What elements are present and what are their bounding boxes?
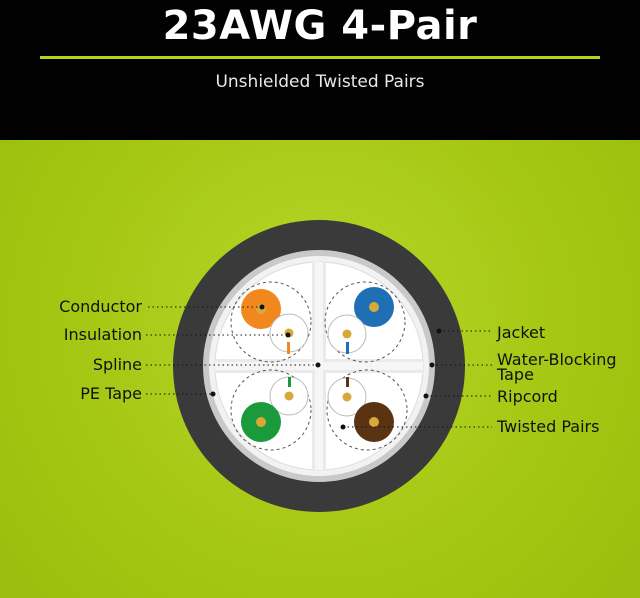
left-leader-lines	[146, 304, 321, 397]
label-pe-tape: PE Tape	[80, 384, 142, 403]
header-band: 23AWG 4-Pair Unshielded Twisted Pairs	[0, 0, 640, 140]
right-leader-lines	[340, 328, 492, 430]
label-water-blocking-tape-line2: Tape	[497, 365, 534, 384]
label-jacket: Jacket	[497, 323, 546, 342]
twisted-pair-green	[230, 369, 312, 451]
label-conductor: Conductor	[59, 297, 142, 316]
page-subtitle: Unshielded Twisted Pairs	[215, 72, 425, 92]
label-water-blocking-tape-line1: Water-Blocking	[497, 350, 617, 369]
twisted-pair-blue	[324, 281, 406, 363]
twisted-pair-brown	[326, 369, 408, 451]
label-spline: Spline	[92, 355, 142, 374]
label-twisted-pairs: Twisted Pairs	[497, 417, 600, 436]
page-title: 23AWG 4-Pair	[162, 3, 478, 49]
label-ripcord: Ripcord	[497, 387, 558, 406]
title-divider	[40, 56, 600, 59]
label-insulation: Insulation	[63, 325, 142, 344]
